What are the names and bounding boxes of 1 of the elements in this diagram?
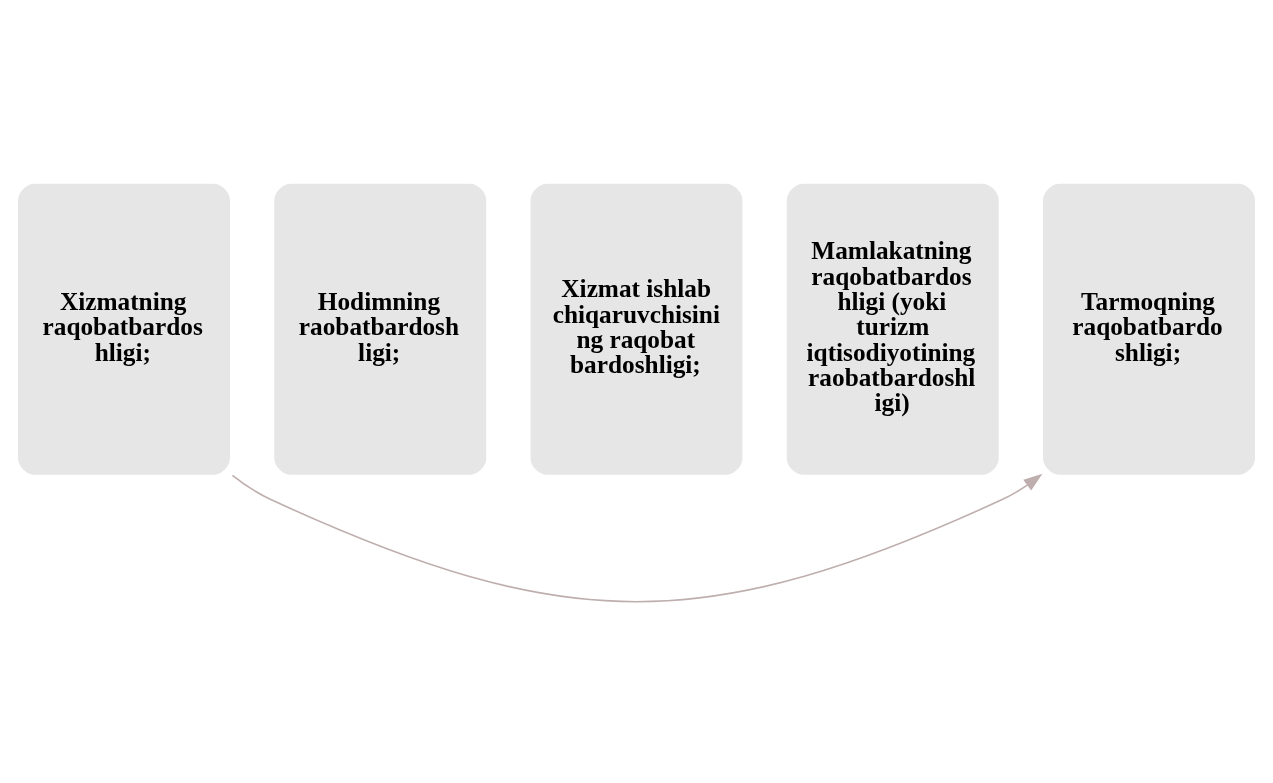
arrow [231, 473, 1043, 603]
